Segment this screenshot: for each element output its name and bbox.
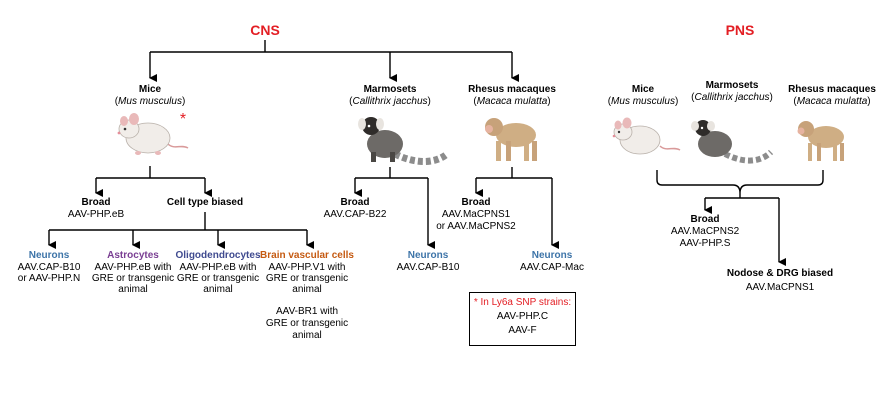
ly6a-note-title: * In Ly6a SNP strains: bbox=[473, 297, 572, 308]
astrocytes-line-2: GRE or transgenic bbox=[91, 273, 175, 284]
astrocytes-line-3: animal bbox=[118, 284, 148, 295]
brain-vascular-br1-line-2: GRE or transgenic bbox=[265, 318, 349, 329]
nodose-drg-label: Nodose & DRG biased bbox=[726, 268, 834, 279]
rhesus-macaque-icon bbox=[797, 121, 844, 161]
rhesus-broad-line-2: or AAV.MaCPNS2 bbox=[436, 221, 516, 232]
cns-marmosets-label: Marmosets bbox=[363, 84, 417, 95]
pns-broad-line-1: AAV.MaCPNS2 bbox=[670, 226, 740, 237]
pns-rhesus-latin: (Macaca mulatta) bbox=[793, 96, 871, 107]
cns-rhesus-label: Rhesus macaques bbox=[468, 84, 556, 95]
marmoset-broad-label: Broad bbox=[340, 197, 370, 208]
oligodendrocytes-label: Oligodendrocytes bbox=[175, 250, 261, 261]
cns-title: CNS bbox=[250, 22, 280, 38]
asterisk-marker: * bbox=[179, 111, 187, 128]
brain-vascular-line-2: GRE or transgenic bbox=[265, 273, 349, 284]
rhesus-neurons-vector: AAV.CAP-Mac bbox=[520, 262, 584, 273]
pns-broad-label: Broad bbox=[690, 214, 720, 225]
pns-marmosets-latin: (Callithrix jacchus) bbox=[691, 92, 773, 103]
rhesus-broad-line-1: AAV.MaCPNS1 bbox=[441, 209, 511, 220]
ly6a-note-line-2: AAV-F bbox=[508, 325, 537, 336]
pns-rhesus-label: Rhesus macaques bbox=[788, 84, 876, 95]
pns-broad-line-2: AAV-PHP.S bbox=[679, 238, 731, 249]
ly6a-note-line-1: AAV-PHP.C bbox=[496, 311, 549, 322]
astrocytes-line-1: AAV-PHP.eB with bbox=[94, 262, 172, 273]
marmoset-neurons-vector: AAV.CAP-B10 bbox=[396, 262, 460, 273]
mouse-icon bbox=[612, 117, 681, 155]
pns-mice-latin: (Mus musculus) bbox=[607, 96, 679, 107]
marmoset-neurons-label: Neurons bbox=[407, 250, 449, 261]
pns-marmosets-label: Marmosets bbox=[705, 80, 759, 91]
oligodendrocytes-line-2: GRE or transgenic bbox=[176, 273, 260, 284]
cns-rhesus-latin: (Macaca mulatta) bbox=[473, 96, 551, 107]
neurons-mouse-line-2: or AAV-PHP.N bbox=[17, 273, 81, 284]
neurons-mouse-line-1: AAV.CAP-B10 bbox=[17, 262, 81, 273]
astrocytes-label: Astrocytes bbox=[107, 250, 159, 261]
marmoset-icon bbox=[691, 120, 774, 164]
cns-mice-latin: (Mus musculus) bbox=[114, 96, 186, 107]
ly6a-note-box: * In Ly6a SNP strains: AAV-PHP.C AAV-F bbox=[469, 292, 576, 346]
brain-vascular-line-3: animal bbox=[292, 284, 322, 295]
pns-mice-label: Mice bbox=[631, 84, 655, 95]
rhesus-macaque-icon bbox=[485, 118, 537, 161]
neurons-mouse-label: Neurons bbox=[28, 250, 70, 261]
mice-broad-vector: AAV-PHP.eB bbox=[67, 209, 125, 220]
pns-title: PNS bbox=[725, 22, 755, 38]
mouse-icon bbox=[117, 113, 189, 155]
brain-vascular-label: Brain vascular cells bbox=[260, 250, 354, 261]
oligodendrocytes-line-3: animal bbox=[203, 284, 233, 295]
rhesus-broad-label: Broad bbox=[461, 197, 491, 208]
cns-marmosets-latin: (Callithrix jacchus) bbox=[349, 96, 431, 107]
cell-type-biased-label: Cell type biased bbox=[166, 197, 244, 208]
mice-broad-label: Broad bbox=[81, 197, 111, 208]
rhesus-neurons-label: Neurons bbox=[531, 250, 573, 261]
brain-vascular-br1-line-1: AAV-BR1 with bbox=[275, 306, 339, 317]
cns-mice-label: Mice bbox=[138, 84, 162, 95]
marmoset-icon bbox=[358, 117, 450, 165]
marmoset-broad-vector: AAV.CAP-B22 bbox=[323, 209, 387, 220]
brain-vascular-br1-line-3: animal bbox=[292, 330, 322, 341]
nodose-drg-vector: AAV.MaCPNS1 bbox=[745, 282, 815, 293]
brain-vascular-line-1: AAV-PHP.V1 with bbox=[268, 262, 346, 273]
oligodendrocytes-line-1: AAV-PHP.eB with bbox=[179, 262, 257, 273]
